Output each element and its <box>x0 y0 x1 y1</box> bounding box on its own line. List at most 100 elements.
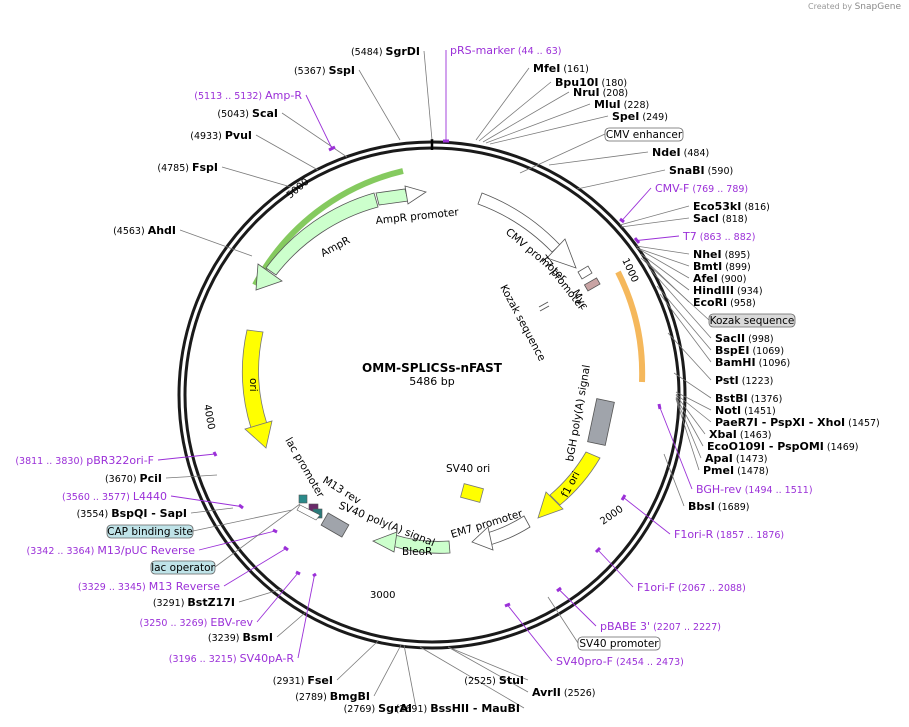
primer-pbr322ori-f[interactable]: (3811 .. 3830) pBR322ori-F <box>15 454 154 467</box>
primer-leader-pbabe-3 <box>558 589 597 627</box>
primer-bgh-rev[interactable]: BGH-rev (1494 .. 1511) <box>696 483 813 496</box>
box-leader-kozak-sequence <box>640 257 710 321</box>
site-sgrai[interactable]: (2769) SgrAI <box>344 702 412 715</box>
primer-range: (769 .. 789) <box>689 184 748 195</box>
primer-pbabe-3[interactable]: pBABE 3' (2207 .. 2227) <box>600 620 721 633</box>
site-avrii[interactable]: AvrII (2526) <box>532 686 596 699</box>
site-name: SgrDI <box>386 45 420 58</box>
myc-tag[interactable] <box>583 277 601 292</box>
leader-bmgbi <box>373 644 402 697</box>
site-fspi[interactable]: (4785) FspI <box>157 161 218 174</box>
tick-4000: 4000 <box>201 404 216 431</box>
site-saci[interactable]: SacI (818) <box>693 212 748 225</box>
site-bsshii-maubi[interactable]: (2691) BssHII - MauBI <box>396 702 520 715</box>
site-pmei[interactable]: PmeI (1478) <box>703 464 769 477</box>
primer-name: pRS-marker <box>450 44 515 57</box>
box-cmv-enhancer[interactable] <box>604 127 684 142</box>
primer-mark-t7 <box>633 237 641 244</box>
lac-promoter-arrow[interactable] <box>296 504 321 521</box>
primer-name: pBABE 3' <box>600 620 650 633</box>
site-bmgbi[interactable]: (2789) BmgBI <box>295 690 370 703</box>
primer-labels: pRS-marker (44 .. 63) (5113 .. 5132) Amp-… <box>15 44 812 668</box>
ampr-arrow[interactable] <box>265 192 379 276</box>
site-bamhi[interactable]: BamHI (1096) <box>715 356 790 369</box>
site-bspqi-sapi[interactable]: (3554) BspQI - SapI <box>77 507 187 520</box>
primer-f1ori-f[interactable]: F1ori-F (2067 .. 2088) <box>637 581 746 594</box>
site-paer7i-pspxi-xhoi[interactable]: PaeR7I - PspXI - XhoI (1457) <box>715 416 880 429</box>
box-leader-cap-binding-site <box>192 509 293 532</box>
site-eco53ki[interactable]: Eco53kI (816) <box>693 200 770 213</box>
site-sgrdi[interactable]: (5484) SgrDI <box>351 45 420 58</box>
site-nhei[interactable]: NheI (895) <box>693 248 750 261</box>
site-bbsi[interactable]: BbsI (1689) <box>688 500 750 513</box>
ampr-promoter-arrow[interactable] <box>375 188 409 206</box>
site-scai[interactable]: (5043) ScaI <box>217 107 278 120</box>
cmv-promoter-arrow[interactable] <box>477 192 561 253</box>
site-fsei[interactable]: (2931) FseI <box>273 674 333 687</box>
primer-leader-t7 <box>636 235 680 241</box>
leader-mfei <box>475 67 530 141</box>
site-noti[interactable]: NotI (1451) <box>715 404 776 417</box>
site-stui[interactable]: (2525) StuI <box>464 674 524 687</box>
primer-name: M13 Reverse <box>149 580 220 593</box>
site-apai[interactable]: ApaI (1473) <box>705 452 768 465</box>
sv40-polya-box[interactable] <box>320 512 350 538</box>
primer-ebv-rev[interactable]: (3250 .. 3269) EBV-rev <box>140 616 254 629</box>
site-ahdi[interactable]: (4563) AhdI <box>113 224 176 237</box>
primer-leader-sv40pa-r <box>297 574 315 659</box>
bgh-polya-box[interactable] <box>587 398 615 446</box>
primer-name: SV40pro-F <box>556 655 613 668</box>
box-cap-binding-site[interactable] <box>106 524 194 539</box>
site-position: (900) <box>718 274 747 285</box>
feature-label-kozak: Kozak sequence <box>497 283 547 363</box>
site-bsmi[interactable]: (3239) BsmI <box>208 631 273 644</box>
primer-sv40pro-f[interactable]: SV40pro-F (2454 .. 2473) <box>556 655 684 668</box>
site-psti[interactable]: PstI (1223) <box>715 374 773 387</box>
site-sacii[interactable]: SacII (998) <box>715 332 774 345</box>
site-bspei[interactable]: BspEI (1069) <box>715 344 784 357</box>
primer-sv40pa-r[interactable]: (3196 .. 3215) SV40pA-R <box>169 652 295 665</box>
primer-m13-puc-reverse[interactable]: (3342 .. 3364) M13/pUC Reverse <box>27 544 196 557</box>
site-xbai[interactable]: XbaI (1463) <box>709 428 771 441</box>
box-sv40-promoter[interactable] <box>577 636 661 651</box>
primer-t7[interactable]: T7 (863 .. 882) <box>682 230 756 243</box>
sv40-ori-box[interactable] <box>460 483 484 503</box>
primer-cmv-f[interactable]: CMV-F (769 .. 789) <box>655 182 748 195</box>
primer-mark-amp-r <box>328 145 336 152</box>
site-ecori[interactable]: EcoRI (958) <box>693 296 756 309</box>
box-lac-operator[interactable] <box>150 560 216 575</box>
lac-operator-box[interactable] <box>298 494 308 504</box>
site-pcii[interactable]: (3670) PciI <box>105 472 162 485</box>
site-nrui[interactable]: NruI (208) <box>573 86 628 99</box>
site-sspi[interactable]: (5367) SspI <box>294 64 355 77</box>
site-name: SnaBI <box>669 164 705 177</box>
primer-amp-r[interactable]: (5113 .. 5132) Amp-R <box>194 89 302 102</box>
primer-name: pBR322ori-F <box>86 454 154 467</box>
site-position: (5484) <box>351 47 386 58</box>
leader-nrui <box>482 91 570 143</box>
site-bpu10i[interactable]: Bpu10I (180) <box>555 76 627 89</box>
site-mfei[interactable]: MfeI (161) <box>533 62 589 75</box>
site-name: ApaI <box>705 452 733 465</box>
primer-m13-reverse[interactable]: (3329 .. 3345) M13 Reverse <box>78 580 220 593</box>
site-bstbi[interactable]: BstBI (1376) <box>715 392 782 405</box>
site-pvui[interactable]: (4933) PvuI <box>190 129 252 142</box>
primer-prs-marker[interactable]: pRS-marker (44 .. 63) <box>450 44 562 57</box>
site-mlui[interactable]: MluI (228) <box>594 98 649 111</box>
site-afei[interactable]: AfeI (900) <box>693 272 746 285</box>
site-position: (4933) <box>190 131 225 142</box>
site-ecoo109i-pspomi[interactable]: EcoO109I - PspOMI (1469) <box>707 440 859 453</box>
site-spei[interactable]: SpeI (249) <box>612 110 668 123</box>
box-kozak-sequence[interactable] <box>708 313 796 328</box>
primer-mark-cmv-f <box>619 217 625 224</box>
site-bmti[interactable]: BmtI (899) <box>693 260 751 273</box>
f1-ori-arrow[interactable] <box>549 451 601 506</box>
primer-f1ori-r[interactable]: F1ori-R (1857 .. 1876) <box>674 528 784 541</box>
t7-promoter-arrow[interactable] <box>577 265 593 280</box>
site-hindiii[interactable]: HindIII (934) <box>693 284 763 297</box>
site-ndei[interactable]: NdeI (484) <box>652 146 709 159</box>
primer-l4440[interactable]: (3560 .. 3577) L4440 <box>62 490 167 503</box>
site-bstz17i[interactable]: (3291) BstZ17I <box>153 596 235 609</box>
site-name: PaeR7I - PspXI - XhoI <box>715 416 845 429</box>
site-snabi[interactable]: SnaBI (590) <box>669 164 733 177</box>
